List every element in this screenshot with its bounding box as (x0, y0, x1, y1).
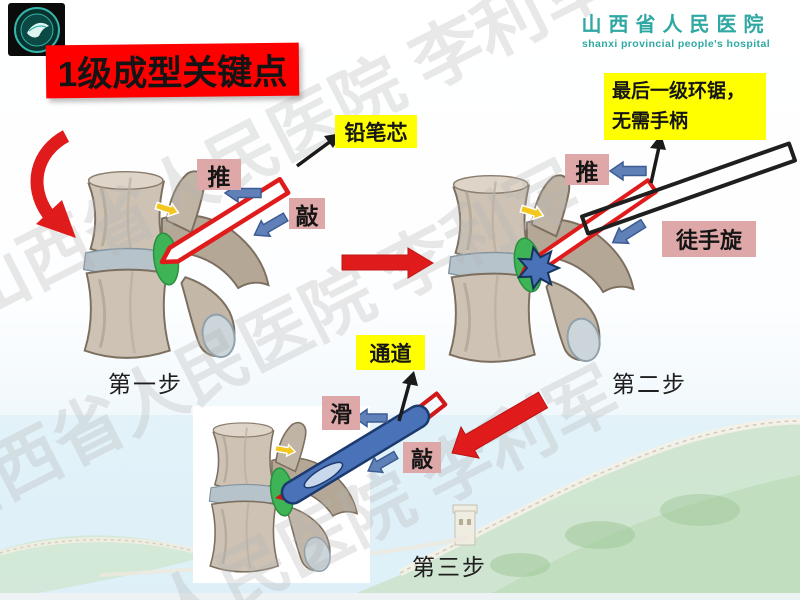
slide-arrow-icon (353, 408, 388, 428)
channel-pointer-arrowhead-icon (402, 371, 418, 386)
knock-tag-step1: 敲 (289, 198, 325, 229)
knock-arrow-icon (253, 212, 289, 238)
pencil-pointer-arrow-icon (295, 139, 333, 168)
trephine-tube-black (580, 141, 797, 236)
figure3-annotations (269, 371, 448, 517)
figure1-annotations (30, 130, 342, 286)
yellow-pointer-arrow-icon (154, 201, 180, 218)
slide-title: 1级成型关键点 (45, 42, 300, 99)
great-wall-background (0, 415, 800, 600)
trephine-callout: 最后一级环锯， 无需手柄 (604, 73, 766, 140)
step1-label: 第一步 (108, 371, 183, 397)
hospital-header: 山西省人民医院 shanxi provincial people's hospi… (558, 8, 794, 50)
knock-arrow-icon (367, 450, 399, 474)
rotate-by-hand-arrow-icon (611, 218, 647, 245)
yellow-pointer-arrow-icon (519, 204, 545, 221)
step2-label: 第二步 (612, 371, 687, 397)
curved-red-arrowhead-icon (36, 200, 76, 238)
star-marker-icon (516, 245, 562, 291)
yellow-pointer-arrow-icon (274, 443, 297, 458)
push-tag-step1: 推 (197, 159, 241, 190)
hospital-emblem-icon (13, 6, 60, 53)
channel-callout: 通道 (356, 335, 425, 370)
push-tag-step2: 推 (565, 154, 609, 185)
next-step-arrow-downleft-icon (451, 391, 549, 459)
knock-tag-step3: 敲 (403, 442, 441, 473)
hospital-name: 山西省人民医院 (581, 14, 771, 36)
step3-label: 第三步 (412, 554, 487, 580)
hospital-name-en: shanxi provincial people's hospital (581, 38, 771, 50)
trephine-pointer-arrow-icon (649, 146, 661, 184)
next-step-arrow-right-icon (341, 247, 434, 279)
curved-red-arrow-icon (30, 130, 70, 218)
figure2-annotations (513, 134, 797, 293)
push-arrow-icon (608, 160, 647, 182)
working-tube-red (159, 176, 291, 265)
trephine-callout-line2: 无需手柄 (612, 110, 689, 132)
pencil-core-callout: 铅笔芯 (335, 115, 417, 148)
slide-tag-step3: 滑 (322, 396, 360, 430)
channel-pointer-arrow-icon (397, 380, 412, 422)
trephine-callout-line1: 最后一级环锯， (612, 80, 746, 102)
rotate-by-hand-tag-step2: 徒手旋 (662, 221, 756, 257)
channel-tube-blue (280, 404, 431, 505)
